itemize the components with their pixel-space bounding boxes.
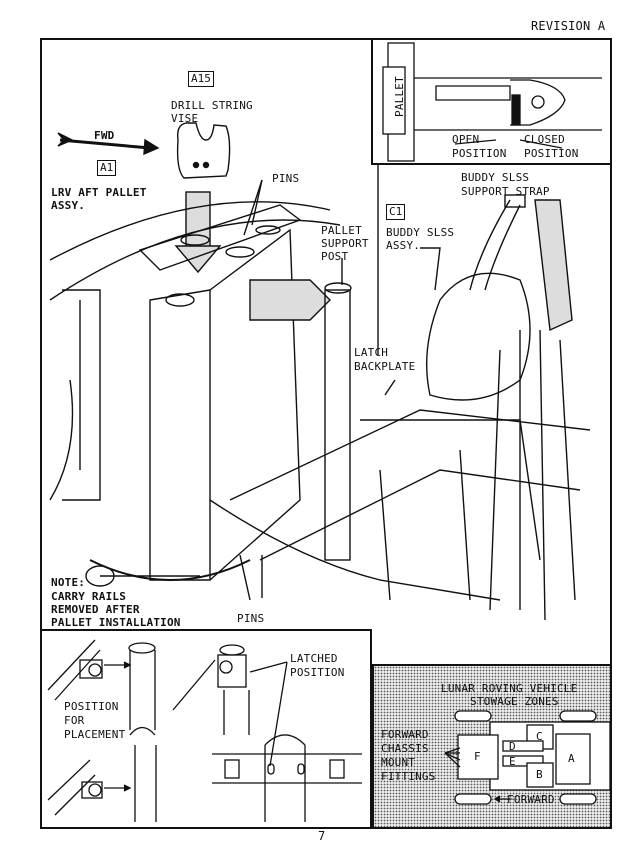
note-line1: NOTE: [51, 576, 86, 589]
pins-bottom-label: PINS [237, 612, 265, 625]
a15-label-line1: DRILL STRING [171, 99, 253, 112]
closed-position-line1: CLOSED [524, 133, 565, 146]
fwd-arrow-icon [59, 138, 151, 150]
placement-line1: POSITION [64, 700, 119, 713]
a1-label-line1: LRV AFT PALLET [51, 186, 147, 199]
page-number: 7 [318, 829, 326, 843]
zone-b-label: B [536, 768, 543, 781]
zone-d-label: D [509, 740, 516, 753]
revision-label: REVISION A [531, 19, 606, 33]
pallet-support-post-line3: POST [321, 250, 349, 263]
zone-d [502, 740, 544, 752]
note-line3: REMOVED AFTER [51, 603, 140, 616]
zone-e-label: E [509, 755, 516, 768]
pins-top-label: PINS [272, 172, 300, 185]
c1-label-line1: BUDDY SLSS [386, 226, 455, 239]
latched-position-line2: POSITION [290, 666, 345, 679]
stowage-title-line1: LUNAR ROVING VEHICLE [441, 682, 578, 695]
fwd-label: FWD [94, 129, 115, 142]
zone-f-label: F [474, 750, 481, 763]
zone-c-label: C [536, 730, 543, 743]
open-position-line2: POSITION [452, 147, 507, 160]
note-line2: CARRY RAILS [51, 590, 127, 603]
c1-label-line2: ASSY. [386, 239, 421, 252]
zone-f [457, 734, 499, 780]
closed-position-line2: POSITION [524, 147, 579, 160]
latch-backplate-line2: BACKPLATE [354, 360, 416, 373]
vise-icon [176, 122, 231, 179]
forward-label: FORWARD [507, 793, 555, 806]
note-line4: PALLET INSTALLATION [51, 616, 181, 629]
pallet-support-post-line2: SUPPORT [321, 237, 369, 250]
stowage-title-line2: STOWAGE ZONES [470, 695, 559, 708]
zone-a [555, 733, 591, 785]
fittings-line2: CHASSIS [381, 742, 429, 755]
zone-a-label: A [568, 752, 575, 765]
fittings-line3: MOUNT [381, 756, 416, 769]
a15-label-line2: VISE [171, 112, 199, 125]
open-position-line1: OPEN [452, 133, 480, 146]
a1-label-line2: ASSY. [51, 199, 86, 212]
placement-line2: FOR [64, 714, 85, 727]
pallet-support-post-line1: PALLET [321, 224, 362, 237]
fittings-line4: FITTINGS [381, 770, 436, 783]
latched-position-line1: LATCHED [290, 652, 338, 665]
fittings-line1: FORWARD [381, 728, 429, 741]
latch-backplate-line1: LATCH [354, 346, 389, 359]
zone-b [526, 762, 554, 788]
a15-tag: A15 [188, 71, 214, 87]
buddy-strap-line1: BUDDY SLSS [461, 171, 530, 184]
c1-tag: C1 [386, 204, 406, 220]
a1-tag: A1 [97, 160, 117, 176]
post-inset-frame [40, 629, 372, 829]
placement-line3: PLACEMENT [64, 728, 126, 741]
latch-inset-frame [371, 38, 612, 165]
buddy-strap-line2: SUPPORT STRAP [461, 185, 550, 198]
zone-e [502, 755, 544, 767]
